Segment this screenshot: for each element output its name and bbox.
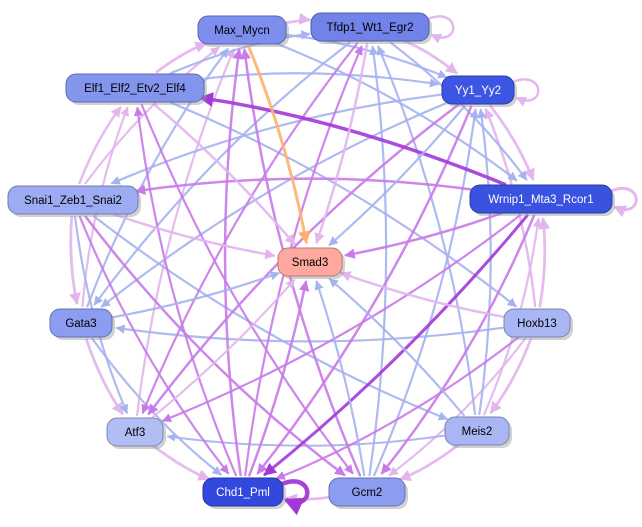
node-Meis2: Meis2	[444, 416, 512, 448]
edge-Hoxb13--Wrnip1_Mta3_Rcor1	[538, 217, 551, 308]
node-Elf1_Elf2_Etv2_Elf4: Elf1_Elf2_Etv2_Elf4	[65, 73, 207, 105]
node-label: Hoxb13	[517, 318, 557, 330]
edge-Snai1_Zeb1_Snai2--Elf1_Elf2_Etv2_Elf4	[78, 106, 122, 185]
edge-Atf3--Chd1_Pml	[151, 444, 211, 481]
node-Atf3: Atf3	[106, 417, 166, 449]
edge-Snai1_Zeb1_Snai2--Chd1_Pml	[78, 215, 230, 475]
node-label: Yy1_Yy2	[455, 85, 501, 97]
node-Hoxb13: Hoxb13	[503, 308, 573, 340]
edge-Max_Mycn--Tfdp1_Wt1_Egr2	[283, 12, 311, 25]
node-label: Gata3	[65, 318, 96, 330]
edge-Meis2--Yy1_Yy2	[477, 108, 492, 416]
node-box	[65, 73, 205, 103]
edge-Wrnip1_Mta3_Rcor1--Gcm2	[380, 214, 536, 475]
edge-Elf1_Elf2_Etv2_Elf4--Smad3	[153, 103, 296, 246]
node-label: Smad3	[292, 257, 328, 269]
edge-Yy1_Yy2--Smad3	[328, 104, 466, 246]
edge-Snai1_Zeb1_Snai2--Gata3	[69, 215, 81, 305]
node-box	[441, 75, 515, 105]
edge-Snai1_Zeb1_Snai2--Gcm2	[84, 215, 346, 477]
node-Tfdp1_Wt1_Egr2: Tfdp1_Wt1_Egr2	[310, 12, 432, 44]
node-label: Meis2	[462, 426, 493, 438]
edge-Wrnip1_Mta3_Rcor1--Atf3	[161, 214, 522, 423]
node-label: Snai1_Zeb1_Snai2	[24, 195, 122, 207]
node-box	[328, 477, 406, 507]
node-label: Chd1_Pml	[216, 487, 270, 499]
edge-Atf3--Smad3	[151, 279, 296, 419]
edge-Gcm2--Yy1_Yy2	[373, 108, 479, 477]
edge-Wrnip1_Mta3_Rcor1--Chd1_Pml	[263, 214, 529, 476]
edge-Chd1_Pml--Max_Mycn	[223, 48, 244, 477]
edge-Gcm2--Smad3	[314, 280, 366, 477]
node-Wrnip1_Mta3_Rcor1: Wrnip1_Mta3_Rcor1	[469, 184, 615, 216]
node-Chd1_Pml: Chd1_Pml	[202, 477, 286, 509]
edge-Gata3--Smad3	[111, 271, 280, 319]
node-box	[503, 308, 571, 338]
edge-Snai1_Zeb1_Snai2--Meis2	[92, 215, 448, 421]
node-box	[469, 184, 613, 214]
edge-Chd1_Pml--Elf1_Elf2_Etv2_Elf4	[133, 106, 237, 477]
node-Gcm2: Gcm2	[328, 477, 408, 509]
node-Max_Mycn: Max_Mycn	[197, 15, 289, 47]
node-box	[7, 185, 139, 215]
edge-Elf1_Elf2_Etv2_Elf4--Gcm2	[140, 103, 354, 475]
edge-layer	[69, 12, 638, 516]
node-label: Tfdp1_Wt1_Egr2	[327, 22, 414, 34]
edge-Snai1_Zeb1_Snai2--Smad3	[111, 212, 276, 260]
edge-Wrnip1_Mta3_Rcor1--Snai1_Zeb1_Snai2	[134, 177, 479, 195]
node-label: Elf1_Elf2_Etv2_Elf4	[84, 83, 186, 95]
edge-Tfdp1_Wt1_Egr2--Smad3	[314, 42, 369, 244]
edge-Hoxb13--Meis2	[489, 338, 532, 414]
node-label: Gcm2	[352, 487, 383, 499]
self-loop-Yy1_Yy2	[512, 78, 540, 107]
node-box	[444, 416, 510, 446]
node-box	[49, 308, 113, 338]
self-loop-Wrnip1_Mta3_Rcor1	[610, 187, 638, 218]
edge-Chd1_Pml--Smad3	[248, 280, 310, 477]
edge-Hoxb13--Smad3	[340, 271, 505, 319]
self-loop-Tfdp1_Wt1_Egr2	[427, 15, 455, 44]
edge-Atf3--Max_Mycn	[136, 48, 235, 417]
node-label: Wrnip1_Mta3_Rcor1	[488, 194, 593, 206]
edge-Tfdp1_Wt1_Egr2--Wrnip1_Mta3_Rcor1	[390, 41, 528, 181]
node-box	[202, 477, 284, 507]
edge-Elf1_Elf2_Etv2_Elf4--Max_Mycn	[155, 41, 208, 74]
edge-Hoxb13--Chd1_Pml	[275, 336, 520, 480]
node-label: Max_Mycn	[214, 25, 270, 37]
node-label: Atf3	[125, 427, 145, 439]
node-Snai1_Zeb1_Snai2: Snai1_Zeb1_Snai2	[7, 185, 141, 217]
edge-Tfdp1_Wt1_Egr2--Yy1_Yy2	[403, 39, 458, 75]
edge-Meis2--Gcm2	[398, 443, 460, 481]
edge-Gata3--Max_Mycn	[86, 48, 229, 308]
node-box	[310, 12, 430, 42]
node-box	[277, 247, 343, 277]
edge-Max_Mycn--Smad3	[247, 45, 311, 244]
edge-Yy1_Yy2--Wrnip1_Mta3_Rcor1	[489, 104, 535, 181]
edge-Elf1_Elf2_Etv2_Elf4--Hoxb13	[169, 101, 517, 308]
node-Smad3: Smad3	[277, 247, 345, 279]
edge-Meis2--Smad3	[328, 278, 465, 417]
edge-Max_Mycn--Wrnip1_Mta3_Rcor1	[272, 41, 518, 182]
node-Gata3: Gata3	[49, 308, 115, 340]
edge-Meis2--Tfdp1_Wt1_Egr2	[377, 45, 477, 416]
self-loop-Chd1_Pml	[281, 479, 310, 516]
node-box	[197, 15, 287, 45]
edge-Wrnip1_Mta3_Rcor1--Smad3	[344, 212, 503, 259]
node-box	[106, 417, 164, 447]
node-Yy1_Yy2: Yy1_Yy2	[441, 75, 517, 107]
edge-Yy1_Yy2--Chd1_Pml	[256, 105, 473, 475]
edge-Gata3--Atf3	[85, 338, 124, 415]
edge-Tfdp1_Wt1_Egr2--Atf3	[141, 42, 359, 414]
